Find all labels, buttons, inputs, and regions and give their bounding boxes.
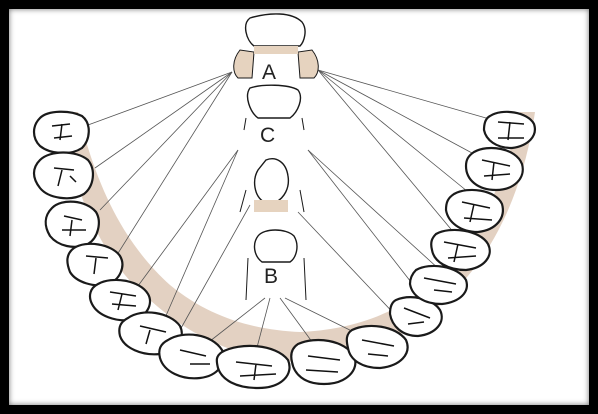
tooth-r2 xyxy=(466,148,523,190)
tooth-l7 xyxy=(159,335,223,379)
tooth-l8 xyxy=(217,346,290,388)
tooth-r7 xyxy=(347,326,408,368)
label-c: C xyxy=(260,124,275,147)
canine-tooth xyxy=(240,159,304,212)
label-b: B xyxy=(264,265,278,288)
tooth-l3 xyxy=(46,202,99,247)
tooth-r5 xyxy=(410,266,467,304)
tooth-r4 xyxy=(431,230,490,270)
tooth-r8 xyxy=(291,340,355,384)
right-teeth xyxy=(291,112,535,384)
tooth-r3 xyxy=(446,190,503,232)
label-a: A xyxy=(262,61,276,84)
tooth-l2 xyxy=(34,153,93,199)
left-teeth xyxy=(34,112,290,388)
